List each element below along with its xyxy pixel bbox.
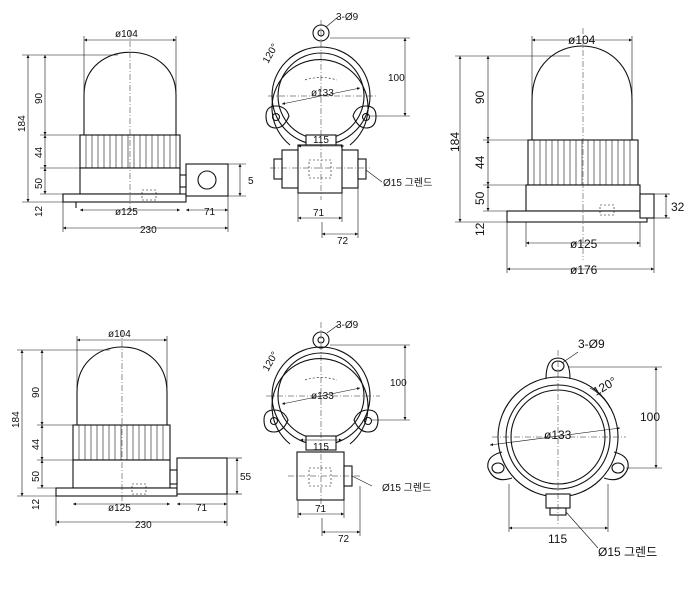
dim-h44-c: 44 — [31, 438, 42, 450]
dim-dia104-a: ø104 — [115, 29, 138, 40]
dim-h44-a: 44 — [34, 146, 45, 158]
dim-dia133-c: ø133 — [544, 428, 572, 442]
dim-dia176: ø176 — [570, 263, 598, 277]
dim-w115-c: 115 — [548, 532, 567, 546]
dim-w115-b: 115 — [313, 442, 329, 453]
dim-h12-b: 12 — [473, 222, 487, 236]
dim-w230-c: 230 — [135, 520, 152, 531]
dim-h32: 32 — [671, 200, 685, 214]
side-view-a-dimensions: ø104 184 90 44 50 12 ø125 71 230 5 — [17, 29, 254, 236]
side-view-type-a — [62, 30, 229, 212]
dim-dia133-a: ø133 — [311, 88, 334, 99]
label-holes-a: 3-Ø9 — [336, 12, 359, 23]
side-view-c-dimensions: ø104 184 90 44 50 12 ø125 71 230 55 — [11, 329, 252, 531]
dim-w71-d: 71 — [315, 504, 327, 515]
dim-h100-b: 100 — [390, 378, 407, 389]
dim-h44-b: 44 — [473, 155, 487, 169]
dim-w71-a: 71 — [204, 207, 216, 218]
dim-h12-a: 12 — [34, 205, 45, 217]
dim-h90-a: 90 — [34, 92, 45, 104]
label-holes-b: 3-Ø9 — [336, 320, 359, 331]
top-view-c-dimensions: 3-Ø9 120° ø133 100 115 Ø15 그렌드 — [489, 337, 662, 559]
dim-h12-c: 12 — [31, 498, 42, 510]
dim-h100-c: 100 — [640, 410, 660, 424]
dim-dia125-c: ø125 — [108, 503, 131, 514]
label-ang120-b: 120° — [261, 350, 281, 373]
label-gland-a: Ø15 그렌드 — [383, 177, 432, 189]
side-view-type-c — [55, 330, 228, 505]
dim-h100-a: 100 — [388, 73, 405, 84]
dim-h55: 55 — [240, 472, 252, 483]
dim-h90-c: 90 — [31, 386, 42, 398]
top-view-type-b — [263, 322, 380, 508]
top-view-type-a — [265, 20, 378, 200]
label-gland-c: Ø15 그렌드 — [598, 545, 657, 559]
dim-h50-b: 50 — [473, 191, 487, 205]
dim-dia104-c: ø104 — [108, 329, 131, 340]
dim-w71-c: 71 — [196, 503, 208, 514]
side-view-type-b — [506, 28, 655, 260]
dim-w72-b: 72 — [338, 534, 350, 545]
dim-w71-b: 71 — [313, 208, 325, 219]
dim-h5: 5 — [248, 176, 254, 187]
dim-dia104-b: ø104 — [568, 33, 596, 47]
dim-dia125-b: ø125 — [570, 237, 598, 251]
label-gland-b: Ø15 그렌드 — [382, 482, 431, 494]
dim-w72-a: 72 — [337, 236, 349, 247]
side-view-b-dimensions: ø104 184 90 44 50 12 ø125 ø176 32 — [448, 33, 685, 277]
dim-dia125-a: ø125 — [115, 207, 138, 218]
dim-h184-c: 184 — [11, 411, 22, 428]
dim-h50-a: 50 — [34, 177, 45, 189]
label-ang120-a: 120° — [261, 42, 281, 65]
dim-h184-b: 184 — [448, 132, 462, 152]
dim-h50-c: 50 — [31, 470, 42, 482]
dim-w230-a: 230 — [140, 225, 157, 236]
top-view-a-dimensions: 3-Ø9 120° ø133 100 115 71 72 Ø15 그렌드 — [261, 12, 432, 247]
dim-dia133-b: ø133 — [311, 391, 334, 402]
dim-h184-a: 184 — [17, 115, 28, 132]
dim-h90-b: 90 — [473, 90, 487, 104]
label-holes-c: 3-Ø9 — [578, 337, 605, 351]
label-ang120-c: 120° — [591, 374, 620, 399]
dim-w115-a: 115 — [313, 135, 329, 146]
